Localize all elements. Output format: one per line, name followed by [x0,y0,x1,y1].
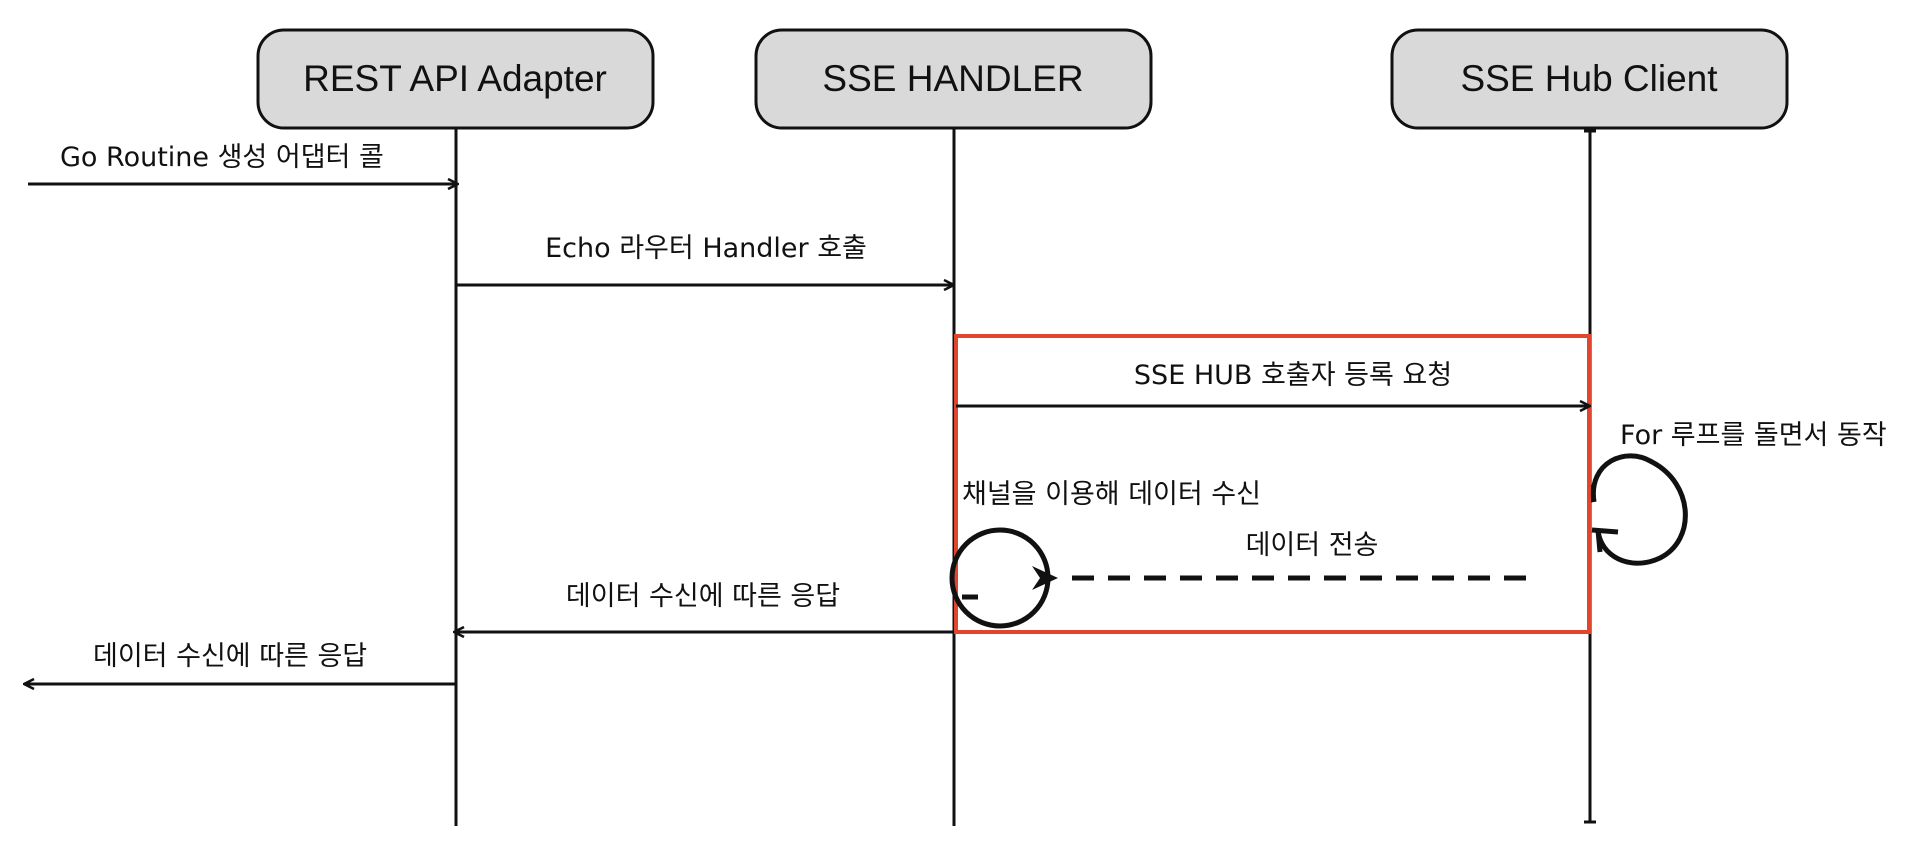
loop-circle-icon [949,527,1051,629]
actor-rest-api-adapter: REST API Adapter [256,28,655,130]
message-response-1: 데이터 수신에 따른 응답 [454,581,954,632]
message-label: 데이터 수신에 따른 응답 [93,641,367,672]
actor-sse-handler: SSE HANDLER [754,28,1153,130]
loop-label: 채널을 이용해 데이터 수신 [962,479,1261,510]
message-echo-router: Echo 라우터 Handler 호출 [456,233,954,285]
actor-label: SSE Hub Client [1460,58,1718,99]
message-data-send: 데이터 전송 [1032,530,1526,590]
message-label: 데이터 전송 [1246,530,1379,561]
actor-sse-hub-client: SSE Hub Client [1390,28,1789,130]
highlight-frame [954,334,1591,634]
message-response-2: 데이터 수신에 따른 응답 [24,641,456,684]
message-label: 데이터 수신에 따른 응답 [566,581,840,612]
message-hub-register: SSE HUB 호출자 등록 요청 [956,360,1590,406]
actor-label: SSE HANDLER [822,58,1083,99]
actor-label: REST API Adapter [303,58,607,99]
self-loop-hub-client: For 루프를 돌면서 동작 [1590,420,1887,566]
message-label: Go Routine 생성 어댑터 콜 [60,142,384,173]
loop-arrow-icon [1590,453,1688,566]
self-loop-handler: 채널을 이용해 데이터 수신 [949,479,1261,629]
message-go-routine: Go Routine 생성 어댑터 콜 [28,142,458,184]
message-label: SSE HUB 호출자 등록 요청 [1134,360,1452,391]
loop-label: For 루프를 돌면서 동작 [1620,420,1887,451]
message-label: Echo 라우터 Handler 호출 [545,233,867,264]
